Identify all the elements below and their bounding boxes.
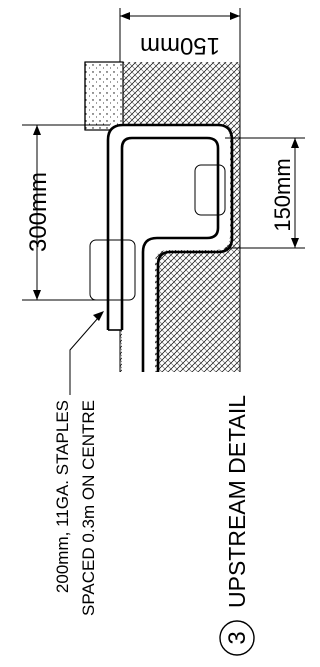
detail-title-text: UPSTREAM DETAIL: [224, 395, 250, 608]
staple-callout-box: [89, 239, 136, 301]
top-width-dimension: 150mm: [119, 8, 241, 62]
staple-leader: [69, 311, 104, 395]
blanket-inner-edge: [120, 136, 220, 372]
staple-note-line2: SPACED 0.3m ON CENTRE: [79, 400, 98, 616]
depth-dimension: 300mm: [22, 124, 110, 301]
detail-title: 3 UPSTREAM DETAIL: [219, 395, 255, 656]
depth-label: 300mm: [25, 172, 52, 252]
staple-note-line1: 200mm, 11GA. STAPLES: [53, 400, 72, 593]
blanket-fold: [106, 123, 234, 372]
top-width-label: 150mm: [140, 32, 220, 59]
detail-number: 3: [224, 631, 251, 644]
detail-number-circle: [219, 620, 255, 656]
fold-label: 150mm: [270, 158, 295, 231]
blanket-outer-edge: [106, 123, 234, 372]
fold-callout-box: [194, 164, 226, 216]
fold-dimension: 150mm: [225, 137, 305, 249]
